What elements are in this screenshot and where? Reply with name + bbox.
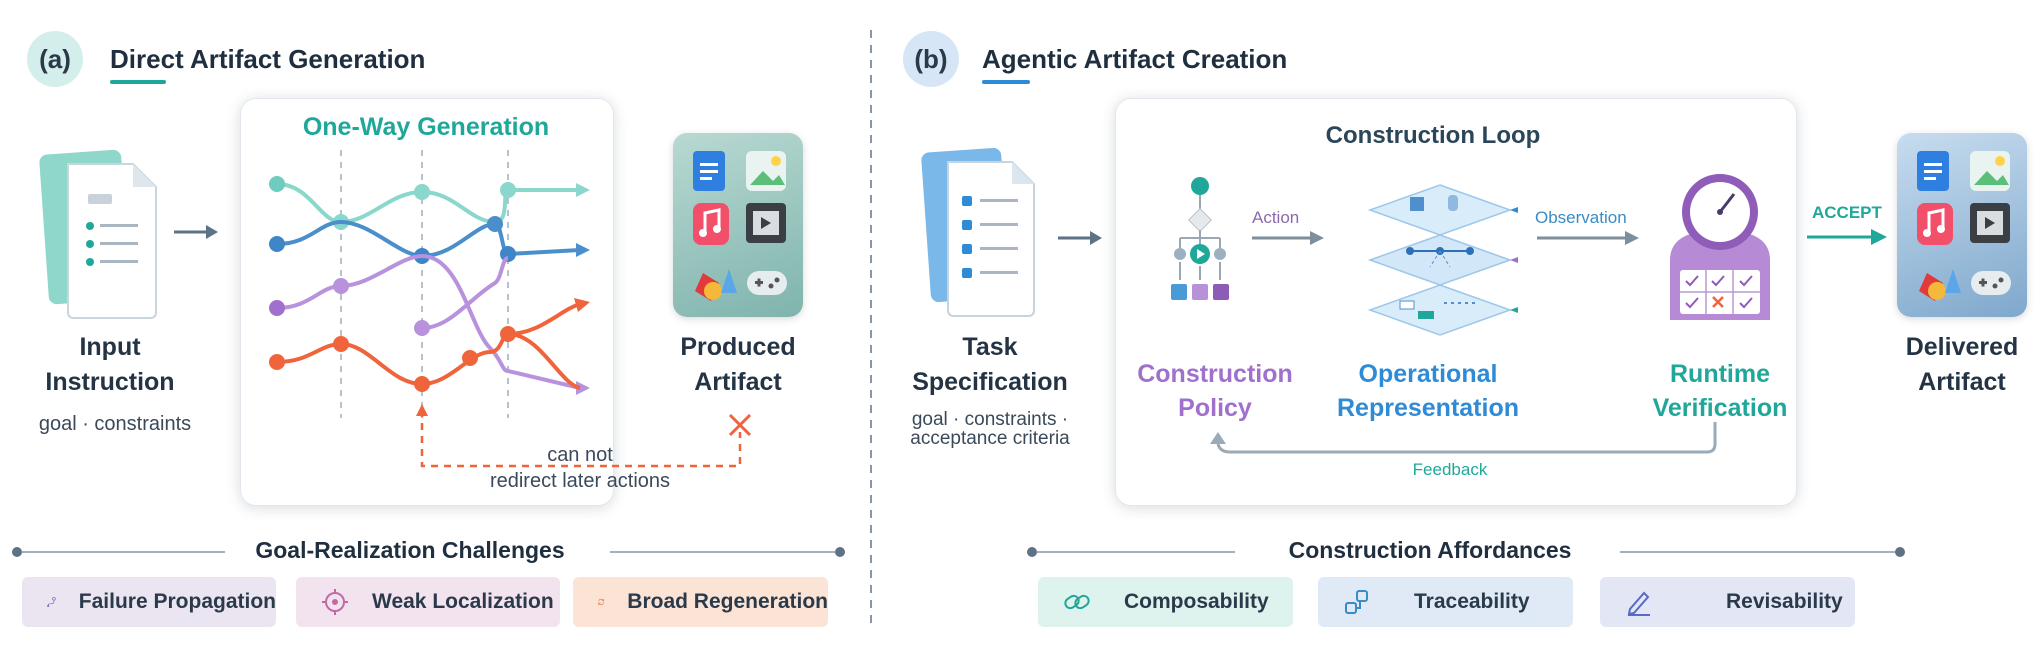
fail-cross-icon [728, 413, 752, 437]
input-instruction-label: Input Instruction [45, 333, 175, 396]
chip-failure-propagation-label: Failure Propagation [78, 590, 276, 613]
challenges-divider [12, 547, 845, 557]
refresh-icon [598, 598, 604, 606]
one-way-generation-flow [269, 150, 612, 468]
representation-layers-icon [1367, 184, 1518, 336]
section-divider [870, 30, 872, 630]
construction-loop-title: Construction Loop [1325, 122, 1541, 149]
chip-broad-regeneration-label: Broad Regeneration [627, 590, 828, 613]
feedback-label: Feedback [1412, 460, 1488, 479]
arrow-task-to-loop [1058, 231, 1102, 245]
accept-label: ACCEPT [1812, 203, 1882, 222]
artifact-app-icons [693, 151, 787, 301]
chip-revisability: Revisability [1600, 577, 1855, 627]
task-specification-label: Task Specification [912, 333, 1068, 396]
section-b-underline [982, 80, 1030, 84]
section-b-badge-text: (b) [914, 43, 948, 74]
delivered-app-icons [1917, 151, 2011, 301]
pencil-icon [1627, 591, 1650, 616]
section-b-title: Agentic Artifact Creation [982, 44, 1288, 74]
chip-failure-propagation: Failure Propagation [22, 577, 276, 627]
verification-clock-icon [1670, 174, 1770, 320]
document-icon [39, 149, 157, 319]
chip-broad-regeneration: Broad Regeneration [573, 577, 828, 627]
section-a-title: Direct Artifact Generation [110, 44, 426, 74]
affordances-divider [1027, 547, 1905, 557]
chip-composability-label: Composability [1124, 590, 1269, 613]
runtime-verification-label: Runtime Verification [1652, 360, 1788, 422]
input-instruction-sub: goal · constraints [38, 413, 192, 435]
branch-icon [47, 596, 56, 608]
chip-revisability-label: Revisability [1726, 590, 1843, 613]
chip-traceability-label: Traceability [1414, 590, 1530, 613]
link-icon [1064, 594, 1090, 610]
feedback-loop-arrow [1210, 422, 1717, 454]
arrow-observation [1537, 231, 1639, 245]
chip-weak-localization: Weak Localization [296, 577, 560, 627]
dashed-feedback-right [612, 432, 742, 468]
arrow-action [1252, 231, 1324, 245]
arrow-input-to-generation [174, 225, 218, 239]
challenges-title: Goal-Realization Challenges [255, 537, 565, 563]
operational-representation-label: Operational Representation [1337, 360, 1519, 422]
task-document-icon [921, 147, 1035, 317]
task-specification-sub: goal · constraints · acceptance criteria [910, 409, 1070, 449]
policy-tree-icon [1171, 177, 1229, 300]
chip-composability: Composability [1038, 577, 1293, 627]
action-label: Action [1252, 208, 1300, 227]
affordances-title: Construction Affordances [1288, 537, 1572, 563]
observation-label: Observation [1535, 208, 1627, 227]
cannot-redirect-annotation: can not redirect later actions [489, 444, 671, 492]
produced-artifact-label: Produced Artifact [680, 333, 796, 396]
arrow-accept [1807, 229, 1887, 245]
section-a-badge: (a) [27, 31, 83, 87]
section-b-badge: (b) [903, 31, 959, 87]
one-way-generation-title: One-Way Generation [302, 113, 550, 141]
chip-traceability: Traceability [1318, 577, 1573, 627]
chip-weak-localization-label: Weak Localization [372, 590, 554, 613]
construction-policy-label: Construction Policy [1137, 360, 1293, 422]
delivered-artifact-label: Delivered Artifact [1905, 333, 2019, 396]
trace-icon [1345, 590, 1368, 614]
target-icon [322, 589, 348, 615]
section-a-badge-text: (a) [39, 43, 71, 74]
section-a-underline [110, 80, 166, 84]
